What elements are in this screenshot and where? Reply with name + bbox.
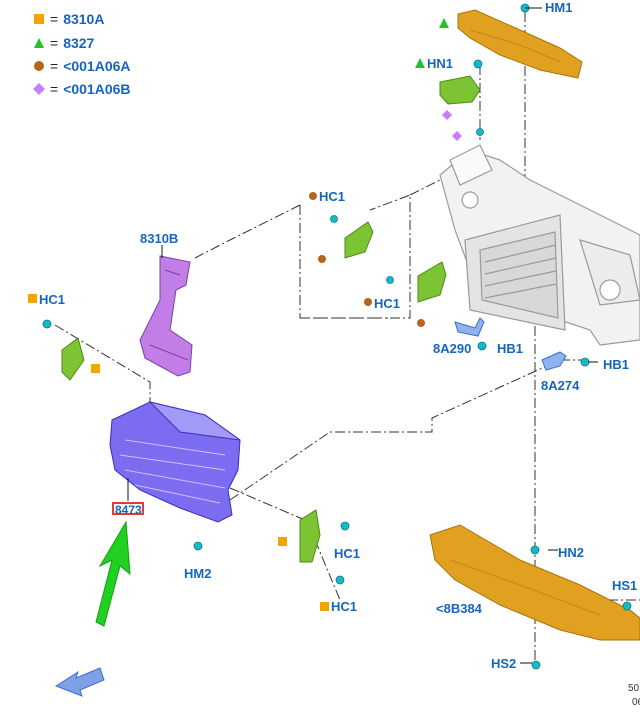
- highlighted-part-8473[interactable]: 8473: [112, 502, 144, 517]
- callout-8a290[interactable]: 8A290: [433, 341, 472, 356]
- callout-8a274[interactable]: 8A274: [541, 378, 580, 393]
- legend-row-8327: = 8327: [34, 34, 94, 52]
- callout-hs1[interactable]: HS1: [612, 578, 638, 593]
- footer-code-line2: 06: [632, 697, 640, 708]
- legend-equals: =: [50, 35, 59, 51]
- callout-8b384[interactable]: <8B384: [436, 601, 482, 616]
- legend-equals: =: [50, 11, 59, 27]
- green-triangle-icon: [439, 18, 449, 28]
- blue-brackets: [454, 317, 567, 371]
- callout-hm2[interactable]: HM2: [184, 566, 212, 581]
- callout-hc1[interactable]: HC1: [374, 296, 401, 311]
- callout-hm1[interactable]: HM1: [545, 0, 573, 15]
- purple-diamond-icon: [32, 82, 46, 96]
- radiator-support: [439, 144, 640, 346]
- green-brackets: [61, 75, 481, 563]
- orange-square-icon: [278, 537, 287, 546]
- green-triangle-icon: [34, 38, 44, 48]
- callout-hc1[interactable]: HC1: [319, 189, 346, 204]
- purple-diamond-icon: [442, 110, 452, 120]
- view-direction-arrow: [95, 520, 131, 627]
- orange-square-icon: [34, 14, 44, 24]
- callout-hc1[interactable]: HC1: [331, 599, 358, 614]
- brown-circle-icon: [309, 192, 317, 200]
- brown-circle-icon: [364, 298, 372, 306]
- legend-equals: =: [50, 58, 59, 74]
- lower-shield-8b384: [429, 524, 640, 641]
- brown-circle-icon: [34, 61, 44, 71]
- legend-row-8310a: = 8310A: [34, 10, 104, 28]
- callout-hc1[interactable]: HC1: [334, 546, 361, 561]
- callout-hs2[interactable]: HS2: [491, 656, 517, 671]
- legend-row-001a06a: = <001A06A: [34, 57, 131, 75]
- legend-code: 8327: [63, 35, 95, 51]
- callout-hb1[interactable]: HB1: [603, 357, 630, 372]
- purple-diamond-icon: [452, 131, 462, 141]
- nav-arrow-icon: [54, 667, 105, 697]
- callout-hc1[interactable]: HC1: [39, 292, 66, 307]
- callout-8310b[interactable]: 8310B: [140, 231, 179, 246]
- part-number-label: 8473: [115, 503, 142, 517]
- legend-equals: =: [50, 81, 59, 97]
- upper-deflector: [457, 9, 583, 79]
- deflector-bracket-8310b: [139, 255, 193, 377]
- leader-lines: [127, 7, 598, 664]
- air-duct-8473: [109, 401, 241, 523]
- legend-code: <001A06B: [63, 81, 131, 97]
- legend-code: 8310A: [63, 11, 105, 27]
- legend-row-001a06b: = <001A06B: [32, 80, 131, 98]
- footer-code-line1: 50: [628, 683, 640, 694]
- orange-square-icon: [28, 294, 37, 303]
- green-triangle-icon: [415, 58, 425, 68]
- callout-hb1[interactable]: HB1: [497, 341, 524, 356]
- orange-square-icon: [320, 602, 329, 611]
- orange-square-icon: [91, 364, 100, 373]
- brown-circle-icon: [417, 319, 425, 327]
- brown-circle-icon: [318, 255, 326, 263]
- callout-hn1[interactable]: HN1: [427, 56, 454, 71]
- callout-hn2[interactable]: HN2: [558, 545, 585, 560]
- legend-code: <001A06A: [63, 58, 131, 74]
